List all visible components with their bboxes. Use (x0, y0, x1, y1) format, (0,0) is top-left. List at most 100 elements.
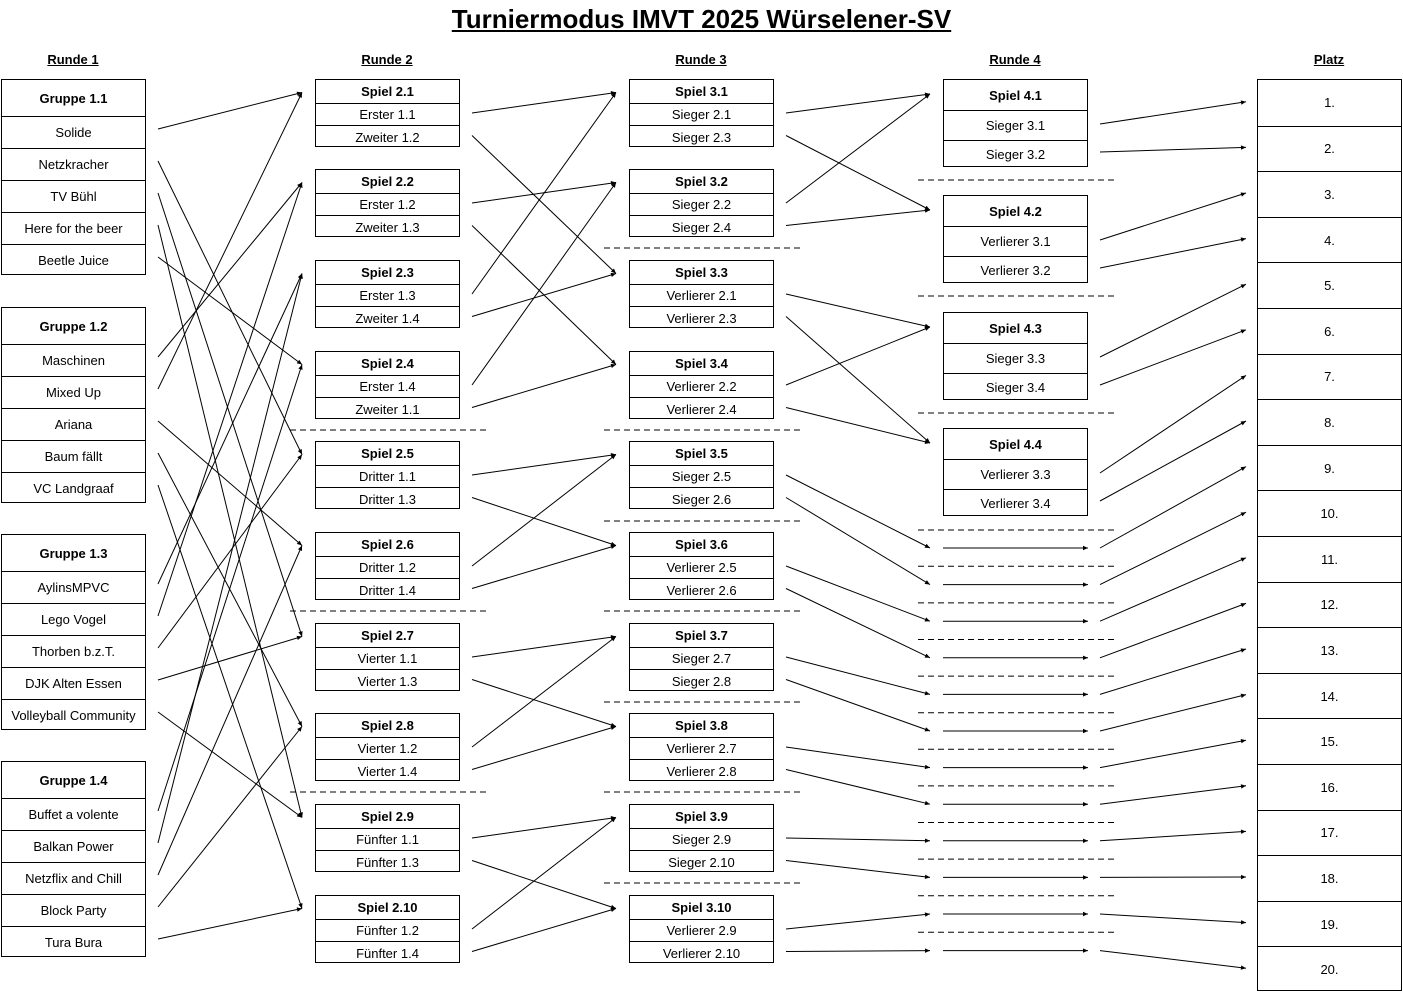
connector-arrow (157, 92, 303, 390)
arrowhead (1083, 655, 1088, 660)
match-title: Spiel 2.9 (361, 809, 414, 824)
match-title: Spiel 3.5 (675, 446, 728, 461)
match-title: Spiel 2.5 (361, 446, 414, 461)
connector-arrow (785, 769, 931, 805)
connector-arrow (1099, 511, 1247, 586)
team-name: Lego Vogel (2, 603, 145, 635)
arrowhead (610, 181, 616, 186)
place-cell: 1. (1324, 95, 1335, 111)
arrowhead (610, 363, 616, 369)
connector-arrow (157, 452, 303, 727)
connector-arrow (785, 93, 931, 204)
match-title: Spiel 3.1 (675, 84, 728, 99)
arrowhead (924, 838, 930, 843)
arrowhead (610, 454, 616, 460)
match-title: Spiel 2.7 (361, 628, 414, 643)
match-slot: Verlierer 3.4 (944, 489, 1087, 517)
arrowhead (296, 359, 302, 365)
match-title: Spiel 2.1 (361, 84, 414, 99)
match-title: Spiel 2.10 (357, 900, 418, 915)
connector-arrow (1099, 238, 1247, 269)
arrowhead (924, 208, 930, 213)
team-name: Solide (2, 116, 145, 148)
connector-arrow (785, 497, 931, 586)
place-cell: 19. (1258, 900, 1401, 947)
team-name: Ariana (2, 408, 145, 440)
connector-arrow (471, 454, 617, 476)
arrowhead (924, 912, 930, 917)
arrowhead (610, 541, 616, 547)
match-title: Spiel 3.10 (671, 900, 732, 915)
arrowhead (610, 359, 616, 365)
place-cell: 14. (1258, 672, 1401, 719)
match-title: Spiel 3.6 (675, 537, 728, 552)
match-slot: Verlierer 3.3 (944, 459, 1087, 489)
match-title: Spiel 4.3 (989, 320, 1042, 336)
arrowhead (924, 874, 930, 880)
connector-arrow (1099, 374, 1247, 474)
match-slot: Erster 1.2 (316, 193, 459, 215)
place-cell: 4. (1258, 216, 1401, 263)
arrowhead (297, 545, 303, 551)
connector-arrow (471, 182, 617, 386)
connector-arrow (785, 565, 931, 622)
arrowhead (924, 326, 930, 331)
place-cell: 3. (1258, 171, 1401, 217)
match-title: Spiel 3.4 (675, 356, 728, 371)
match-slot: Sieger 2.4 (630, 215, 773, 238)
connector-arrow (157, 256, 303, 365)
arrowhead (297, 449, 302, 455)
arrowhead (1240, 829, 1246, 834)
arrowhead (1240, 965, 1246, 970)
arrowhead (610, 544, 616, 550)
arrowhead (1240, 192, 1246, 197)
match-title: Spiel 3.9 (675, 809, 728, 824)
match-slot: Verlierer 2.8 (630, 759, 773, 782)
arrowhead (1083, 728, 1088, 734)
match-slot: Erster 1.3 (316, 284, 459, 306)
column-header-runde4: Runde 4 (989, 52, 1041, 67)
arrowhead (297, 726, 302, 732)
connector-arrow (157, 908, 303, 940)
connector-arrow (471, 726, 617, 770)
arrowhead (610, 817, 616, 823)
arrowhead (1083, 802, 1088, 807)
arrowhead (610, 636, 616, 642)
arrowhead (1240, 512, 1246, 517)
arrowhead (1083, 875, 1088, 880)
connector-arrow (157, 224, 303, 818)
match-slot: Verlierer 2.10 (630, 941, 773, 964)
team-name: TV Bühl (2, 180, 145, 212)
connector-arrow (785, 837, 931, 842)
arrowhead (1083, 692, 1088, 697)
connector-arrow (1099, 602, 1247, 659)
column-header-runde3: Runde 3 (675, 52, 727, 67)
group-title: Gruppe 1.3 (39, 545, 108, 561)
arrowhead (1083, 838, 1088, 843)
team-name: Buffet a volente (2, 798, 145, 830)
match-slot: Sieger 2.8 (630, 669, 773, 692)
arrowhead (298, 273, 303, 279)
match-slot: Vierter 1.3 (316, 669, 459, 692)
arrowhead (924, 94, 930, 99)
arrowhead (1240, 145, 1246, 150)
arrowhead (1083, 911, 1088, 917)
place-cell: 10. (1258, 490, 1401, 536)
connector-arrow (157, 420, 303, 546)
team-name: Thorben b.z.T. (2, 635, 145, 667)
arrowhead (298, 903, 303, 909)
place-cell: 11. (1258, 536, 1401, 582)
connector-arrow (471, 545, 617, 589)
match-slot: Sieger 2.7 (630, 647, 773, 669)
match-title: Spiel 3.2 (675, 174, 728, 189)
match-slot: Sieger 2.5 (630, 465, 773, 487)
placement-box: 1.2.3.4.5.6.7.8.9.10.11.12.13.14.15.16.1… (1257, 79, 1402, 991)
